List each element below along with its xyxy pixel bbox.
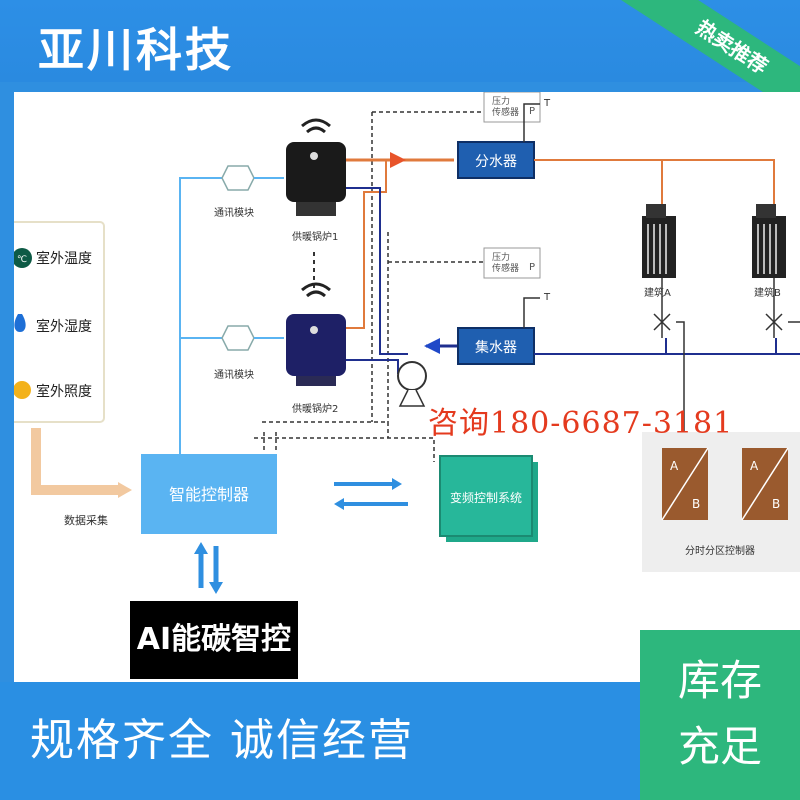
boiler-1 — [286, 142, 346, 202]
svg-text:T: T — [543, 98, 551, 109]
heating-system-diagram: ℃ 室外温度 室外湿度 室外照度 数据采集 智能控制器 变频控制系统 通讯模块 — [7, 91, 800, 594]
comm-module-1 — [221, 165, 255, 191]
svg-text:A: A — [750, 459, 759, 473]
building-a — [642, 204, 676, 278]
diagram-canvas: ℃ 室外温度 室外湿度 室外照度 数据采集 智能控制器 变频控制系统 通讯模块 — [7, 91, 800, 682]
svg-text:P: P — [529, 262, 535, 273]
svg-text:P: P — [529, 106, 535, 117]
building-b — [752, 204, 786, 278]
comm-module-1-label: 通讯模块 — [214, 207, 254, 219]
footer-slogan: 规格齐全 诚信经营 — [30, 715, 414, 766]
pressure-sensor-1 — [483, 91, 541, 123]
building-a-label: 建筑A — [644, 286, 671, 299]
data-collection-label: 数据采集 — [64, 513, 108, 527]
circulation-pump — [397, 361, 427, 391]
ai-carbon-control-label: AI能碳智控 — [130, 601, 298, 679]
pressure-sensor-2-label: 压力传感器 — [492, 251, 519, 274]
droplet-icon — [14, 314, 26, 332]
sun-icon — [13, 381, 31, 399]
temp-icon-text: ℃ — [17, 255, 27, 265]
wifi-icon — [301, 118, 331, 134]
supply-arrow-icon — [390, 152, 406, 168]
smart-controller — [141, 454, 277, 534]
valve-a-icon — [653, 313, 671, 331]
outdoor-light-label: 室外照度 — [36, 383, 92, 400]
outdoor-humidity-label: 室外湿度 — [36, 318, 92, 335]
svg-text:B: B — [772, 497, 780, 511]
vfd-system — [439, 455, 533, 537]
consult-phone: 咨询180-6687-3181 — [428, 406, 734, 441]
building-b-label: 建筑B — [754, 286, 781, 299]
vfd-label: 变频控制系统 — [450, 490, 522, 505]
boiler-1-label: 供暖锅炉1 — [292, 230, 338, 243]
exchange-arrows-icon — [334, 498, 344, 510]
water-collector-label: 集水器 — [475, 339, 517, 356]
svg-text:A: A — [670, 459, 679, 473]
stock-line-1: 库存 — [677, 656, 762, 705]
zone-controller-label: 分时分区控制器 — [685, 544, 755, 557]
svg-text:T: T — [543, 292, 551, 303]
smart-controller-label: 智能控制器 — [169, 485, 249, 504]
brand-title: 亚川科技 — [38, 23, 234, 77]
up-down-arrows-icon — [209, 582, 223, 594]
comm-module-2 — [221, 325, 255, 351]
pressure-sensor-1-label: 压力传感器 — [492, 95, 519, 118]
comm-module-2-label: 通讯模块 — [214, 369, 254, 381]
svg-text:B: B — [692, 497, 700, 511]
valve-b-icon — [765, 313, 783, 331]
water-distributor — [457, 141, 535, 179]
cold-return-pipe — [346, 359, 399, 374]
data-collection-arrow — [31, 428, 120, 495]
stock-line-2: 充足 — [677, 722, 762, 771]
outdoor-temp-label: 室外温度 — [36, 250, 92, 267]
return-arrow-icon — [424, 338, 440, 354]
boiler-2-label: 供暖锅炉2 — [292, 402, 338, 415]
boiler-2 — [286, 314, 346, 376]
water-distributor-label: 分水器 — [475, 154, 517, 170]
stock-badge: 库存 充足 — [640, 630, 800, 800]
pressure-sensor-2 — [483, 247, 541, 279]
wifi-icon — [301, 282, 331, 298]
water-collector — [457, 327, 535, 365]
thermometer-icon — [12, 248, 32, 268]
